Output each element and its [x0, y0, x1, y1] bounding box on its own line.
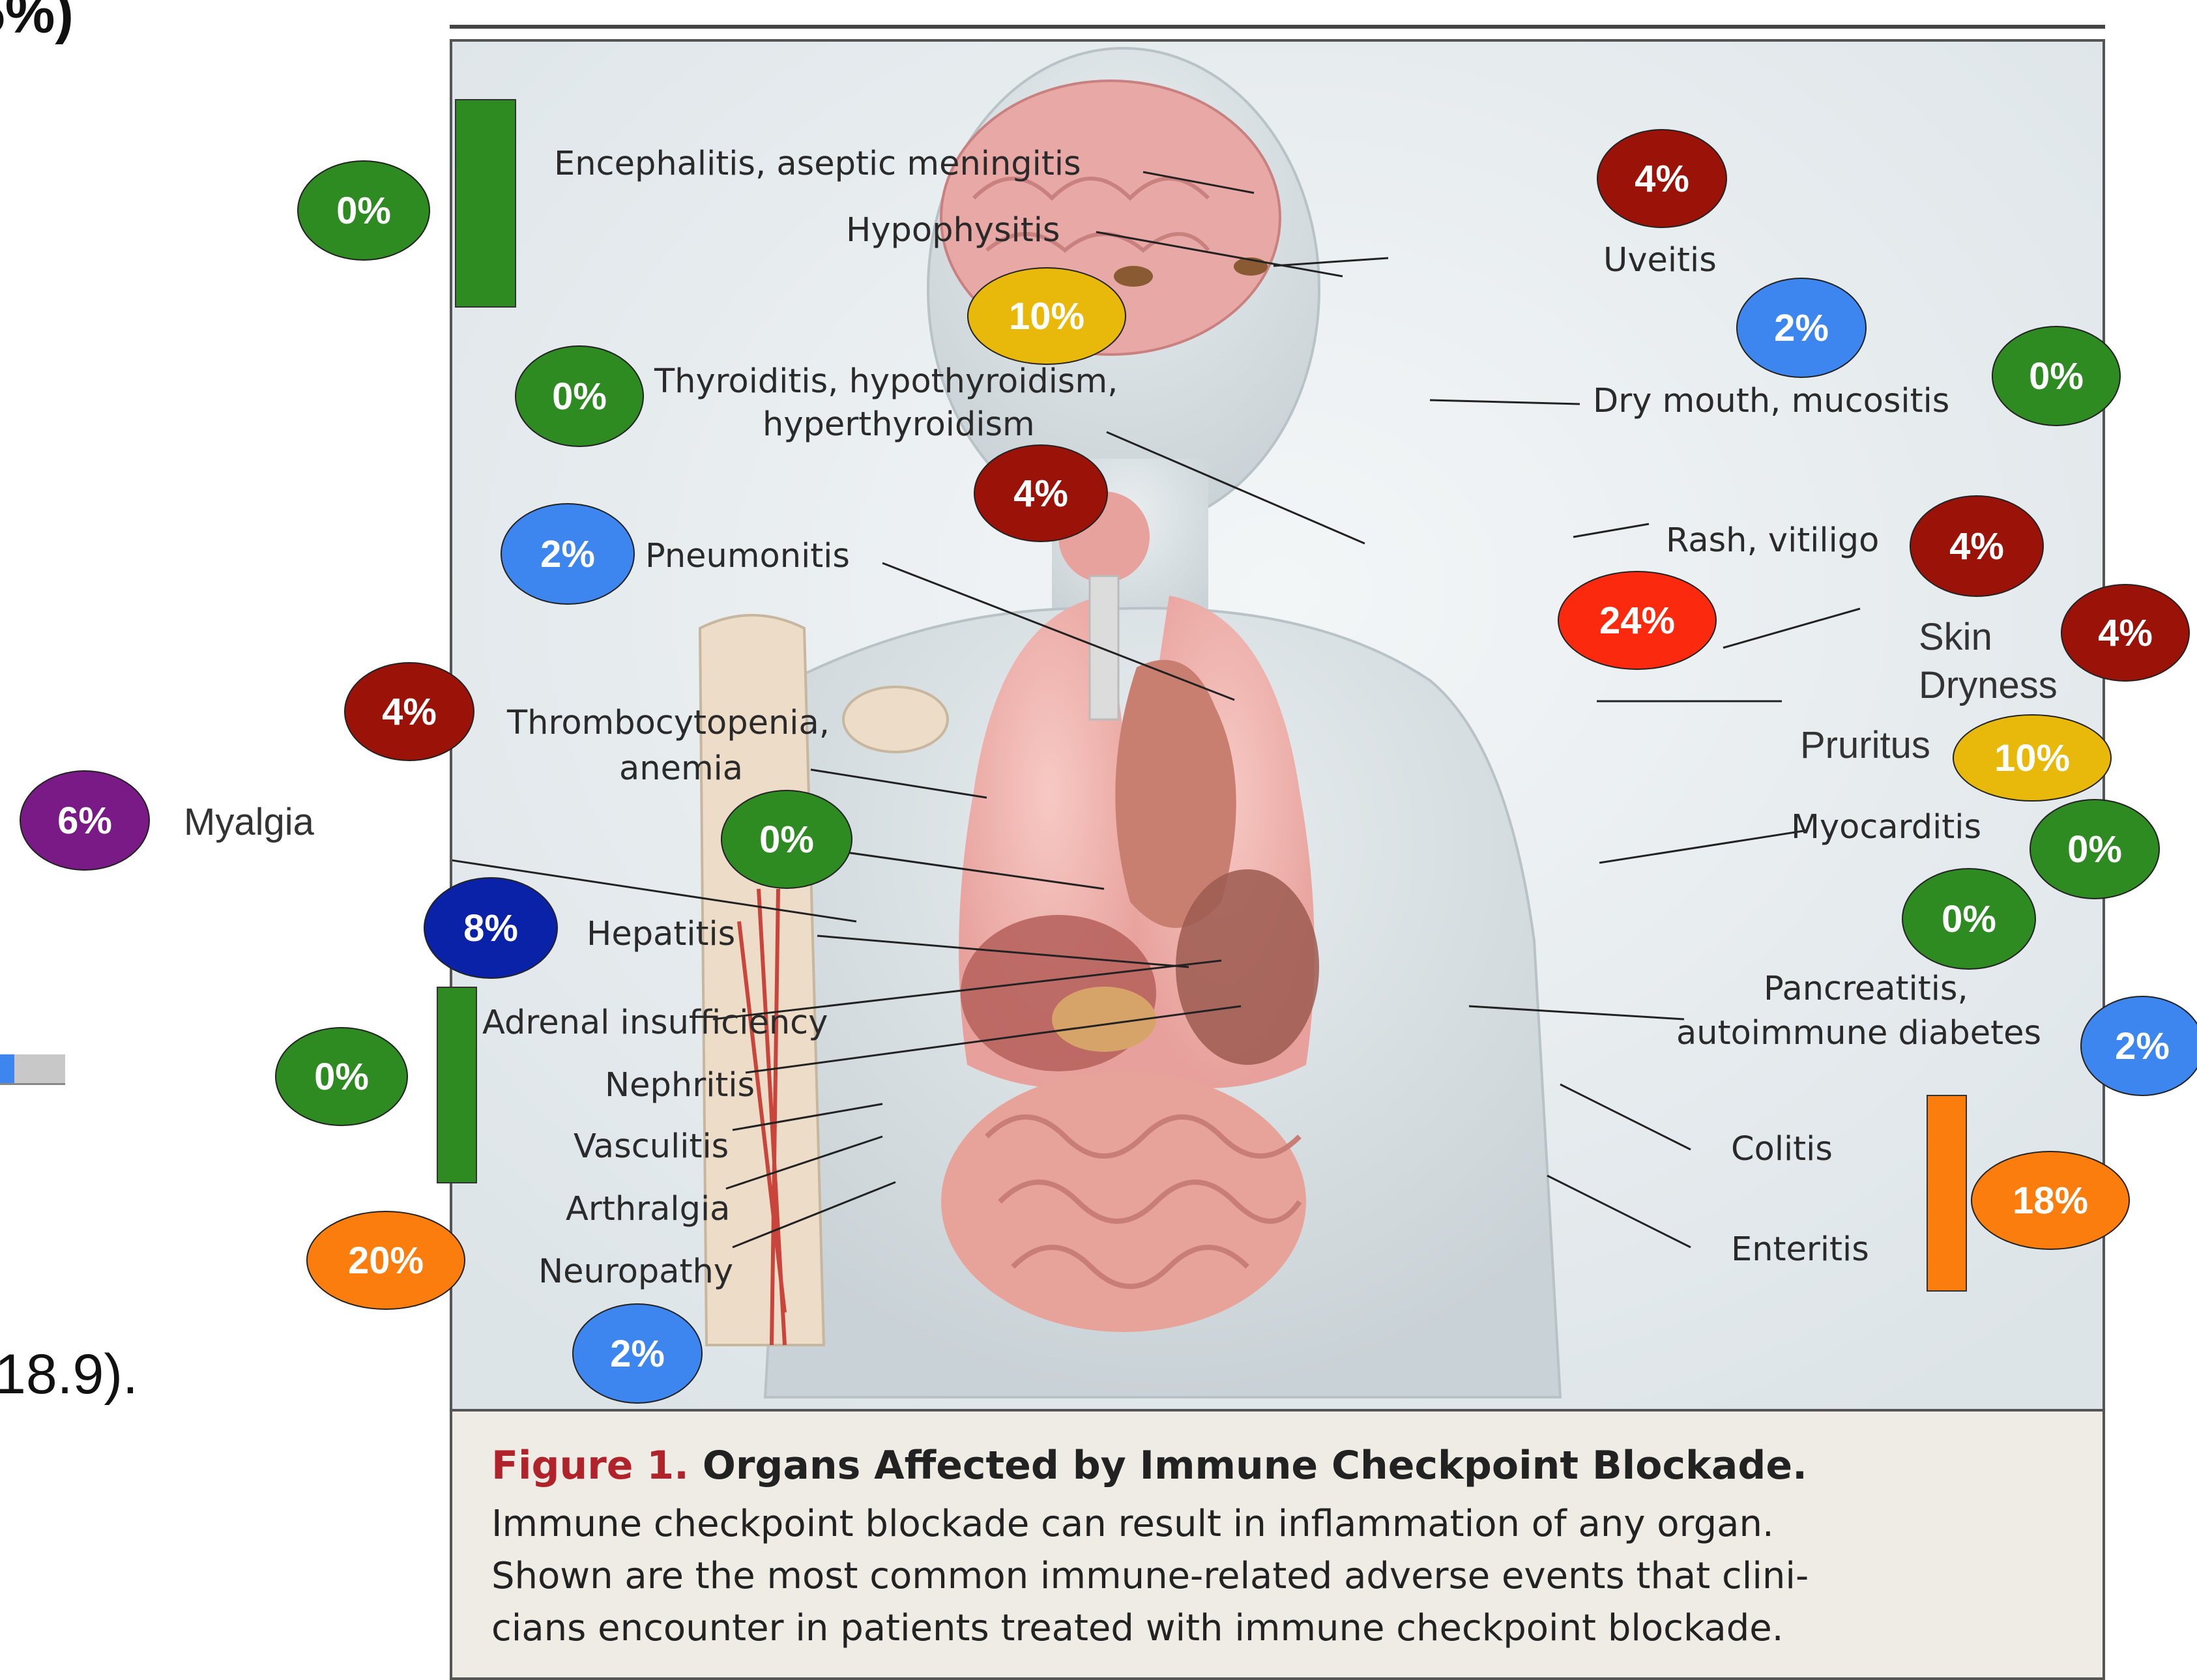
label-pneumonitis: Pneumonitis [645, 537, 850, 575]
badge-neuro: 0% [297, 160, 430, 261]
label-skin-1: Skin [1919, 615, 1992, 659]
caption-title: Organs Affected by Immune Checkpoint Blo… [703, 1443, 1807, 1488]
figure-top-rule [450, 25, 2105, 29]
badge-adrenal-group: 0% [275, 1027, 408, 1126]
neuro-group-bar [455, 99, 516, 308]
adrenal-group-bar [437, 987, 477, 1183]
label-pancreatitis-2: autoimmune diabetes [1676, 1014, 2041, 1052]
badge-skin-rash: 24% [1558, 571, 1717, 670]
badge-pneumonitis: 2% [501, 503, 635, 605]
badge-hepatitis: 8% [424, 877, 558, 979]
badge-pruritus: 10% [1953, 714, 2112, 802]
label-thyroiditis-2: hyperthyroidism [763, 405, 1035, 444]
badge-thyroid: 0% [515, 345, 644, 447]
label-colitis: Colitis [1731, 1130, 1833, 1168]
caption-line-1: Immune checkpoint blockade can result in… [491, 1503, 1774, 1545]
label-thrombocytopenia-1: Thrombocytopenia, [507, 704, 830, 742]
badge-diabetes: 2% [2080, 996, 2197, 1096]
label-pancreatitis-1: Pancreatitis, [1764, 970, 1968, 1008]
label-thyroiditis-1: Thyroiditis, hypothyroidism, [654, 362, 1118, 401]
label-nephritis: Nephritis [605, 1066, 755, 1105]
badge-pancreatitis: 0% [1902, 868, 2036, 970]
label-hypophysitis: Hypophysitis [846, 211, 1060, 250]
badge-anemia: 0% [721, 790, 852, 889]
badge-dry-mouth: 2% [1736, 278, 1867, 378]
badge-rash: 4% [1910, 495, 2044, 597]
label-adrenal: Adrenal insufficiency [482, 1004, 828, 1042]
gi-group-bar [1927, 1095, 1967, 1292]
badge-gi-group: 18% [1971, 1151, 2130, 1250]
label-uveitis: Uveitis [1603, 241, 1717, 280]
badge-hypophysitis: 10% [967, 267, 1126, 365]
label-neuropathy: Neuropathy [538, 1253, 733, 1291]
badge-neuropathy: 2% [572, 1303, 703, 1404]
label-encephalitis: Encephalitis, aseptic meningitis [554, 145, 1081, 183]
label-skin-2: Dryness [1919, 663, 2058, 707]
figure-caption: Figure 1. Organs Affected by Immune Chec… [450, 1409, 2105, 1680]
label-myalgia: Myalgia [184, 800, 314, 844]
badge-arthralgia: 20% [306, 1211, 465, 1310]
caption-line-3: cians encounter in patients treated with… [491, 1607, 1784, 1649]
badge-thyroid-b: 4% [974, 444, 1108, 542]
badge-myalgia: 6% [20, 770, 150, 871]
label-dry-mouth: Dry mouth, mucositis [1593, 382, 1949, 420]
badge-dry-mouth-b: 0% [1992, 326, 2121, 426]
fragment-bottom-left: 18.9). [0, 1342, 138, 1407]
caption-figure-label: Figure 1. [491, 1443, 689, 1488]
progress-fragment [0, 1054, 65, 1085]
label-arthralgia: Arthralgia [566, 1190, 730, 1228]
badge-uveitis: 4% [1597, 129, 1727, 228]
label-enteritis: Enteritis [1731, 1230, 1869, 1269]
caption-line-2: Shown are the most common immune-related… [491, 1555, 1809, 1597]
badge-skin-dryness: 4% [2061, 584, 2190, 682]
label-rash: Rash, vitiligo [1666, 521, 1879, 560]
label-vasculitis: Vasculitis [574, 1127, 729, 1166]
badge-thrombocytopenia: 4% [344, 662, 474, 761]
fragment-top-left: 5%) [0, 0, 74, 46]
label-hepatitis: Hepatitis [587, 915, 735, 953]
label-pruritus: Pruritus [1800, 723, 1930, 767]
badge-myocarditis: 0% [2030, 799, 2160, 899]
label-myocarditis: Myocarditis [1791, 808, 1981, 847]
label-thrombocytopenia-2: anemia [619, 749, 743, 788]
